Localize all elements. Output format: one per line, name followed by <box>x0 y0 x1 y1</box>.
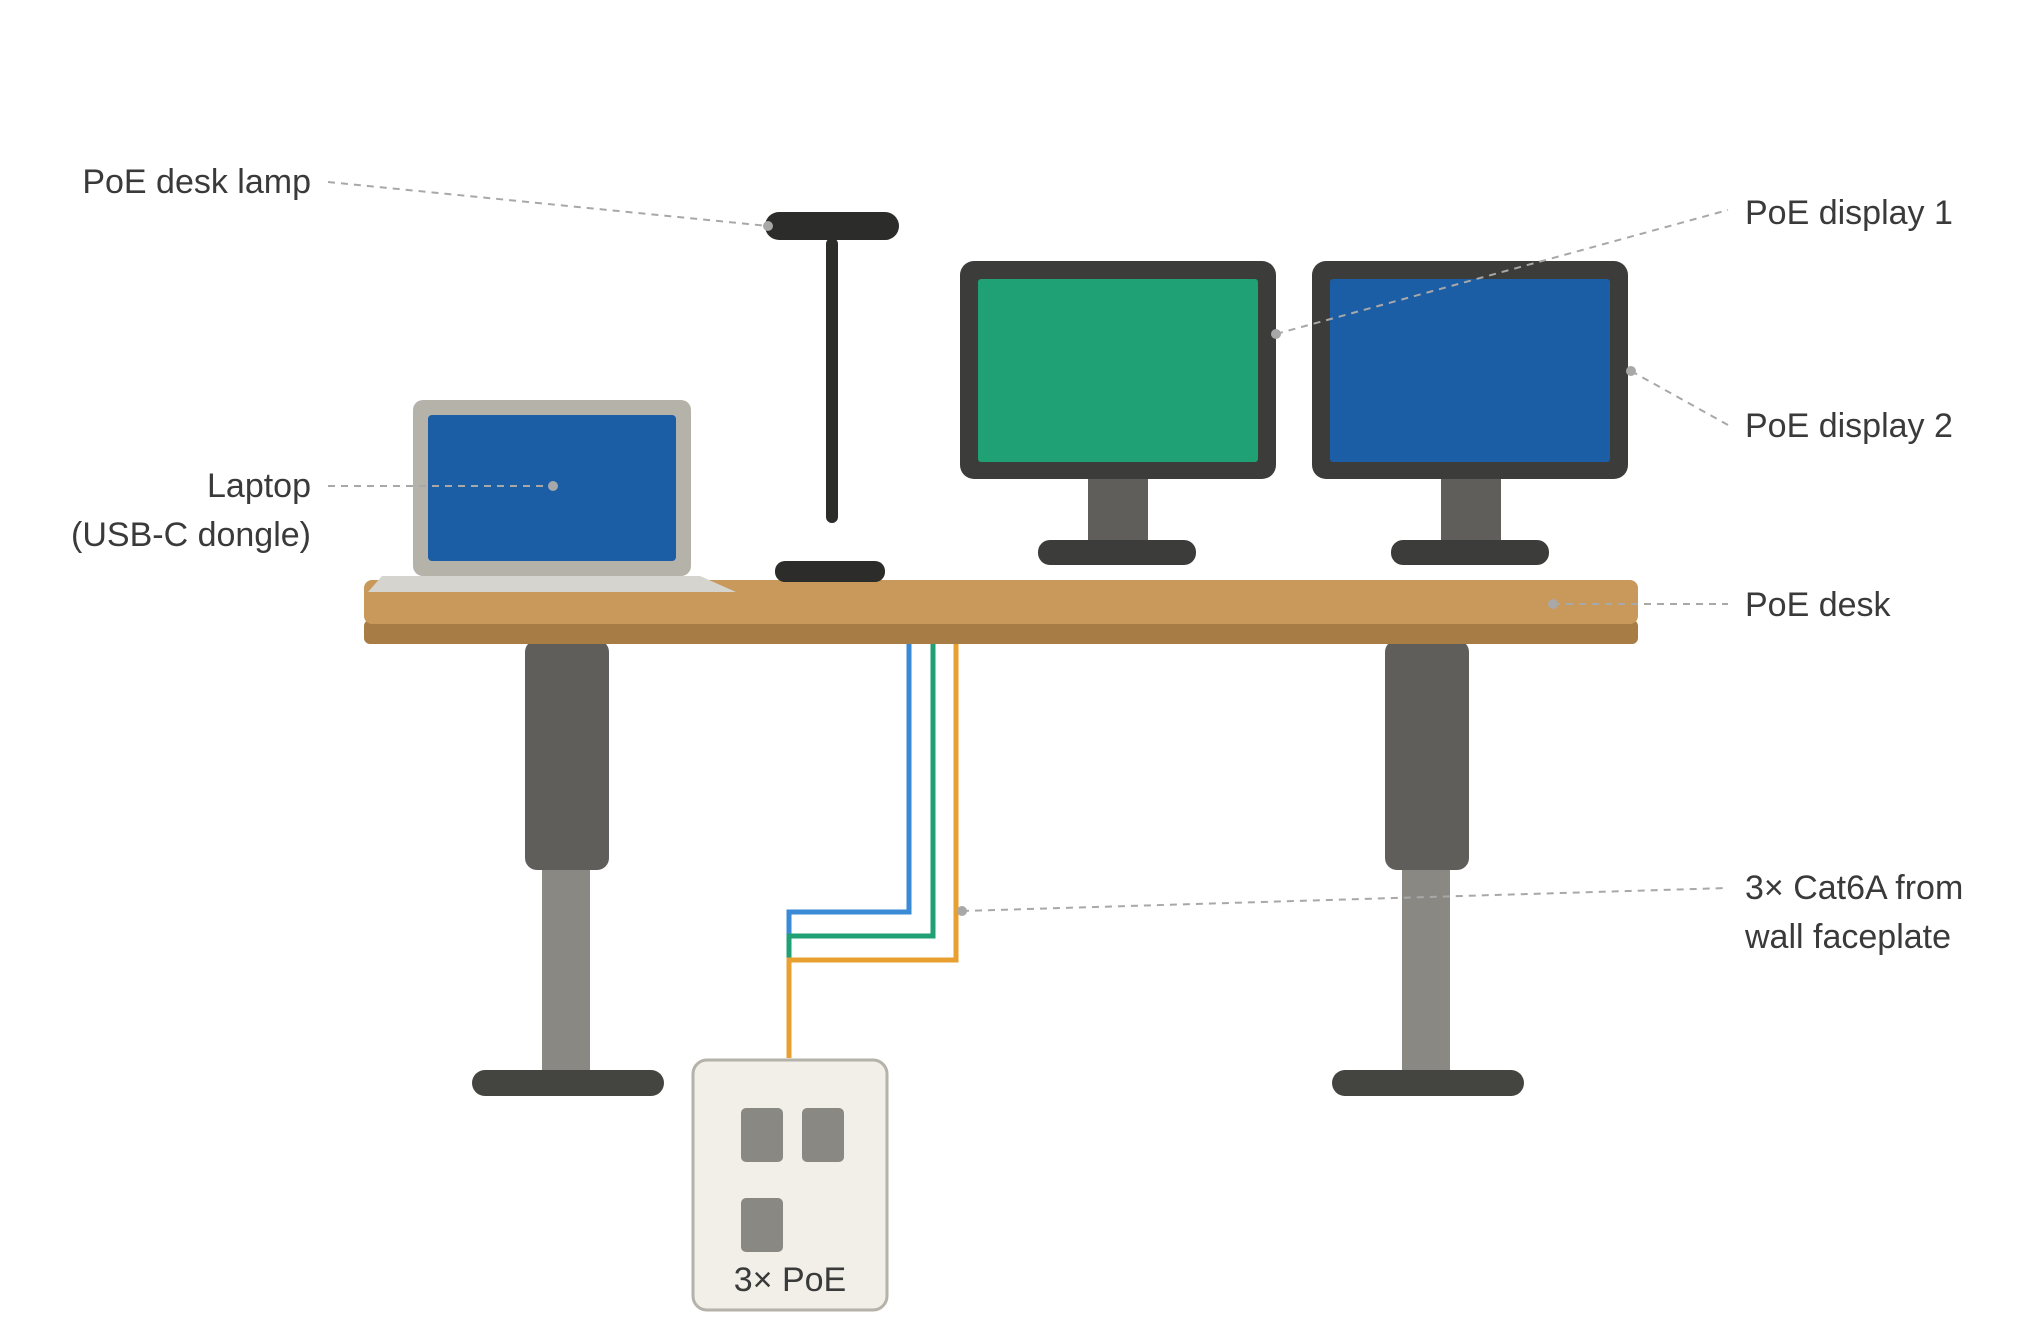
label-cables-line1: 3× Cat6A from <box>1745 869 1963 907</box>
leader-display-2 <box>1630 370 1729 426</box>
label-laptop-line2: (USB-C dongle) <box>71 516 311 554</box>
label-display-2: PoE display 2 <box>1745 407 1953 445</box>
leader-lamp <box>327 181 769 227</box>
poe-port-1 <box>741 1108 783 1162</box>
poe-port-3 <box>741 1198 783 1252</box>
cable-green <box>786 643 936 960</box>
desk-leg-left <box>472 640 664 1096</box>
display-2 <box>1312 261 1628 565</box>
leader-cables <box>961 887 1729 912</box>
faceplate-label: 3× PoE <box>734 1261 846 1299</box>
desk-leg-right <box>1332 640 1524 1096</box>
label-laptop-line1: Laptop <box>207 467 311 505</box>
cable-blue <box>786 643 912 960</box>
desk-lamp <box>765 212 899 582</box>
callout-labels: PoE desk lamp PoE display 1 PoE display … <box>71 163 1963 956</box>
laptop <box>368 400 736 592</box>
label-lamp: PoE desk lamp <box>82 163 311 201</box>
label-display-1: PoE display 1 <box>1745 194 1953 232</box>
label-cables-line2: wall faceplate <box>1744 918 1951 956</box>
cat6a-cables <box>786 643 959 1058</box>
leader-lines <box>327 181 1729 916</box>
label-desk: PoE desk <box>1745 586 1892 624</box>
cable-orange <box>786 643 959 1058</box>
wall-faceplate: 3× PoE <box>691 1058 889 1312</box>
poe-port-2 <box>802 1108 844 1162</box>
leader-display-1 <box>1275 209 1729 335</box>
display-1 <box>960 261 1276 565</box>
